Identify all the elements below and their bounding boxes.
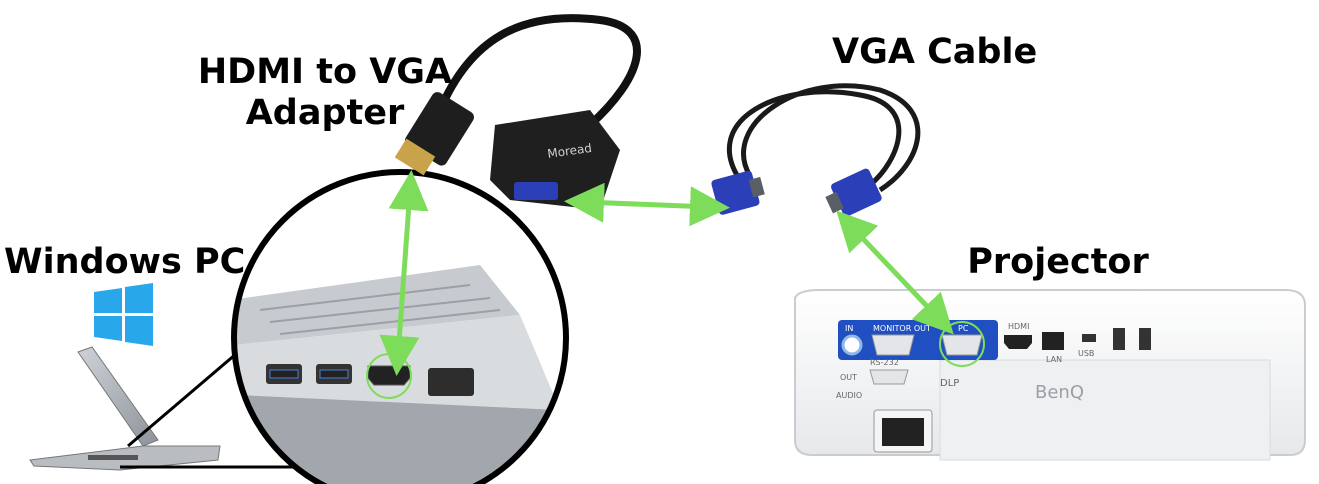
windows-logo-icon: [94, 283, 153, 346]
adapter-label-line1: HDMI to VGA: [197, 52, 453, 92]
projector-brand-text: BenQ: [1035, 382, 1084, 403]
arrow-laptop-adapter: [379, 170, 429, 376]
adapter-label: HDMI to VGA Adapter: [196, 52, 454, 135]
port-usb-label: USB: [1078, 349, 1094, 358]
port-audio-label: AUDIO: [836, 391, 862, 400]
port-rs232-label: RS-232: [870, 358, 899, 367]
port-lan-label: LAN: [1046, 355, 1062, 364]
vga-cable-label: VGA Cable: [832, 32, 1038, 72]
arrow-adapter-cable: [564, 182, 730, 227]
port-pc-label: PC: [958, 324, 969, 333]
adapter-label-line2: Adapter: [245, 93, 405, 134]
connection-arrows: [379, 170, 954, 376]
hdmi-vga-adapter-image: Moread: [394, 14, 641, 210]
port-monitor-out-label: MONITOR OUT: [873, 324, 931, 333]
adapter-brand-text: Moread: [546, 141, 592, 161]
port-out-label: OUT: [840, 373, 857, 382]
arrow-cable-projector: [836, 210, 954, 335]
vga-cable-image: [711, 83, 921, 217]
laptop-image: [29, 323, 330, 471]
port-dlp-label: DLP: [940, 378, 959, 389]
port-hdmi-label: HDMI: [1008, 322, 1029, 331]
projector-image: IN MONITOR OUT PC HDMI LAN USB RS-232 OU…: [794, 289, 1306, 461]
windows-pc-label: Windows PC: [4, 242, 246, 282]
projector-label: Projector: [967, 242, 1149, 282]
port-in-label: IN: [845, 324, 853, 333]
